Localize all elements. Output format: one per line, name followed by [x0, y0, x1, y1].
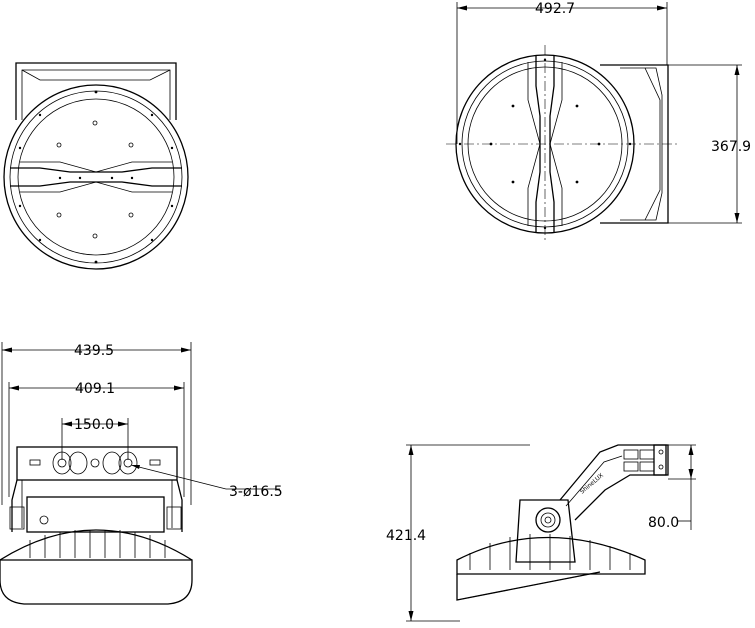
- dim-hole-spacing: 150.0: [74, 417, 114, 433]
- top-view: 492.7 367.9: [446, 1, 751, 243]
- dim-inner-width: 409.1: [75, 381, 115, 397]
- dim-overall-width: 439.5: [74, 343, 114, 359]
- dim-right-height: 367.9: [711, 139, 751, 155]
- dim-holes: 3-ø16.5: [229, 484, 283, 500]
- dim-bracket-offset: 80.0: [648, 515, 679, 531]
- angled-view: 421.4 ShineLUX 80.0: [386, 444, 696, 622]
- dim-overall-height: 421.4: [386, 528, 426, 544]
- front-rim-dots: [18, 90, 174, 264]
- front-view: [3, 62, 189, 270]
- dim-top-width: 492.7: [535, 1, 575, 17]
- side-view: 439.5 409.1 150.0 3-ø16.5: [0, 342, 283, 605]
